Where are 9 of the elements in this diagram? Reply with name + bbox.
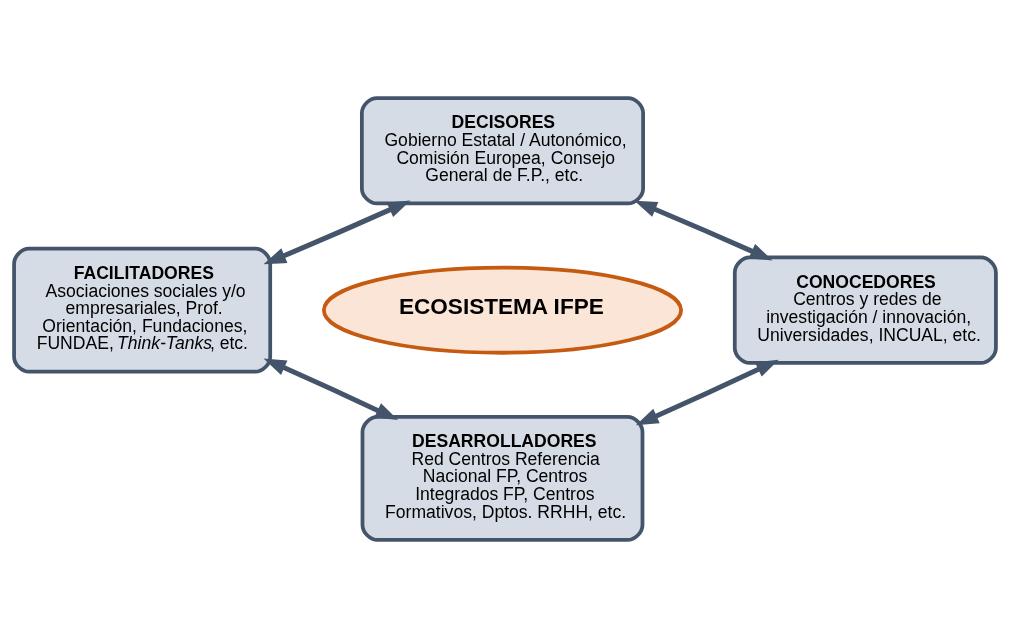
node-box: CONOCEDORES Centros y redes de investigación / innovación, Universidades, INCUAL, etc. [732, 255, 998, 365]
node-box: DECISORES Gobierno Estatal / Autonómico, Comisión Europea, Consejo General de F.P., etc. [360, 95, 645, 205]
arrow [263, 358, 399, 420]
node-ellipse: ECOSISTEMA IFPE [322, 265, 683, 355]
arrow [634, 200, 773, 260]
node-box: DESARROLLADORES Red Centros Referencia Nacional FP, Centros Integrados FP, Centros Formativos, Dptos. RRHH, etc. [360, 414, 645, 542]
arrow [635, 359, 779, 425]
arrow [263, 200, 411, 264]
node-box: FACILITADORES Asociaciones sociales y/o empresariales, Prof. Orientación, Fundaciones, FUNDAE, Think-Tanks, etc. [12, 246, 273, 374]
